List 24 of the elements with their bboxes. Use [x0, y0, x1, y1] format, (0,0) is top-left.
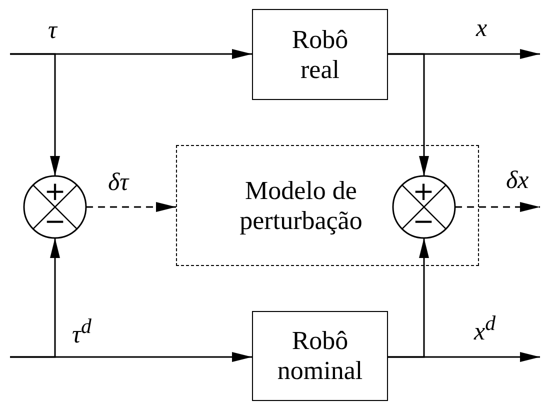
signal-label: x$^{d}$: [474, 313, 496, 344]
dashed-arrow: [455, 202, 540, 212]
block-label: Robô nominal: [276, 326, 364, 386]
block-label: Robô real: [290, 24, 350, 84]
arrow: [10, 53, 60, 176]
arrow: [10, 238, 60, 358]
summing-junction: [392, 174, 456, 238]
process-box: [252, 9, 388, 100]
arrow: [388, 53, 429, 176]
signal-label: x: [476, 16, 488, 41]
signal-label: τ$^{d}$: [72, 316, 92, 348]
dashed-arrow: [86, 202, 176, 212]
signal-label: τ: [48, 18, 57, 43]
plus-sign: +: [412, 178, 436, 204]
process-box: [252, 311, 388, 401]
signal-label: δτ: [108, 170, 129, 195]
plus-sign: +: [43, 179, 67, 205]
block-label: Modelo de perturbação: [238, 176, 364, 236]
signal-label: δx: [506, 168, 529, 193]
dashed-process-box: [176, 145, 479, 266]
summing-junction: [23, 175, 87, 239]
minus-sign: −: [43, 209, 67, 235]
minus-sign: −: [412, 208, 436, 234]
arrow: [388, 238, 429, 358]
